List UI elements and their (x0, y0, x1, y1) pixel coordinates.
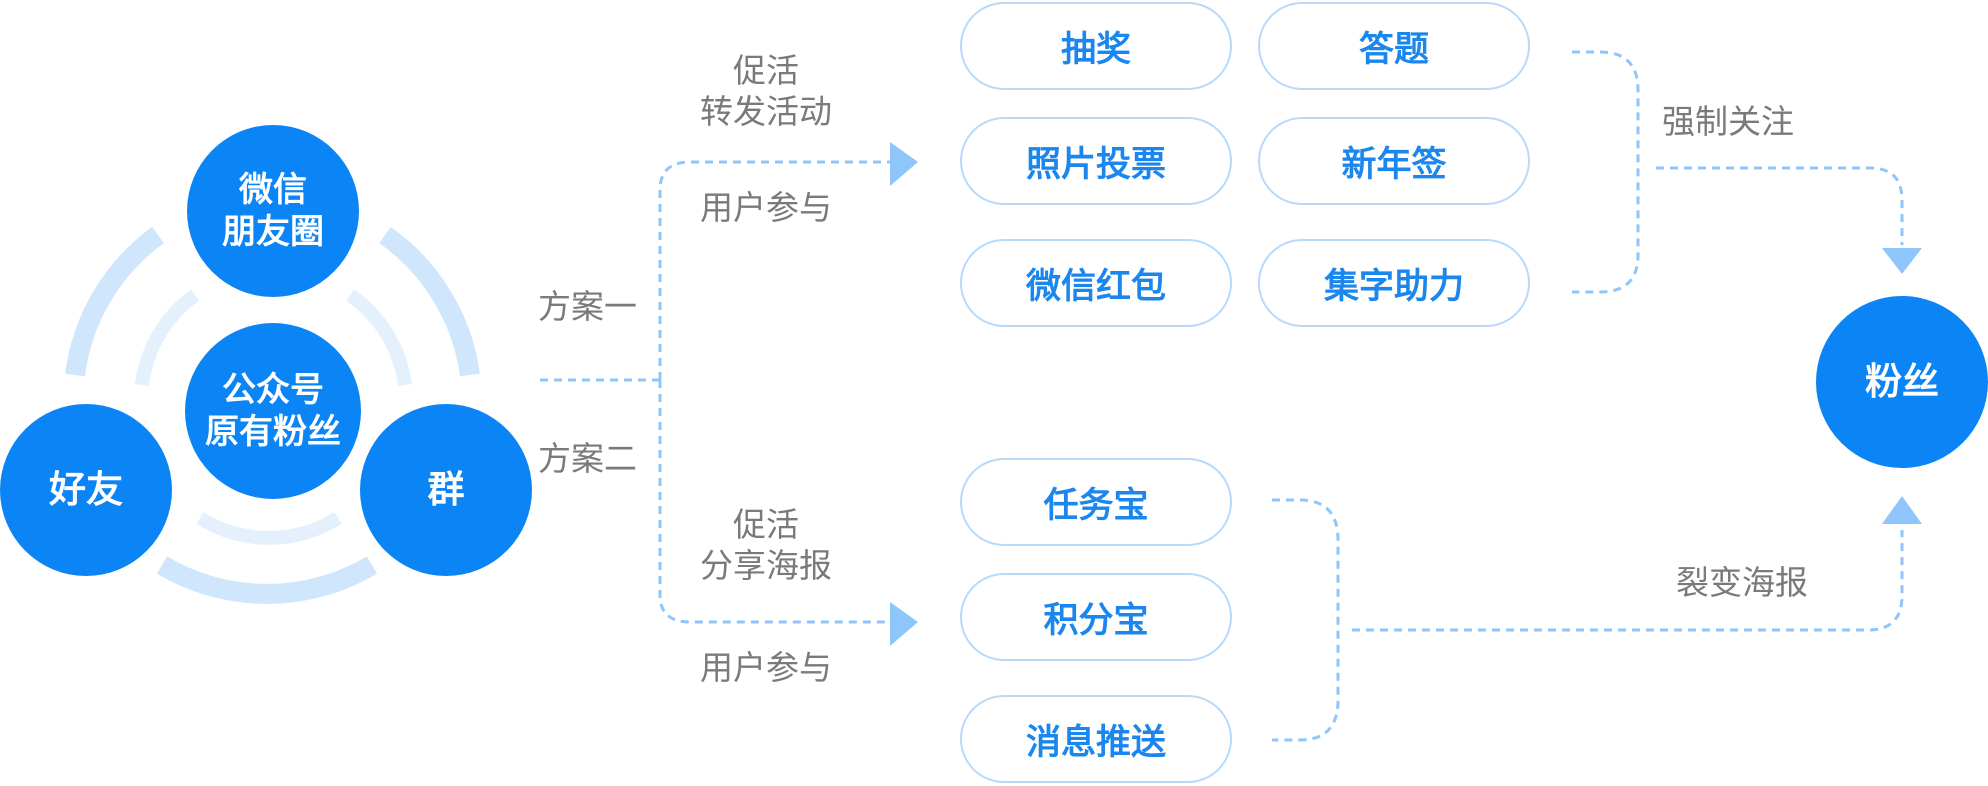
original-fans-node: 公众号 原有粉丝 (185, 323, 361, 499)
activity-pill: 抽奖 (960, 2, 1232, 90)
friends-node: 好友 (0, 404, 172, 576)
activity-pill: 新年签 (1258, 117, 1530, 205)
group-label: 群 (427, 467, 465, 511)
arrow-fans-top (1882, 248, 1922, 274)
activity-pill: 任务宝 (960, 458, 1232, 546)
original-fans-line-2: 原有粉丝 (205, 412, 341, 452)
group-two-bracket (1272, 498, 1340, 742)
branch-one-line (658, 160, 890, 380)
branch-two-top-label: 促活 分享海报 (700, 504, 832, 587)
arrow-branch-two (890, 602, 918, 646)
wechat-moments-node: 微信 朋友圈 (187, 125, 359, 297)
original-fans-line-1: 公众号 (222, 369, 324, 410)
branch-two-top-line-2: 分享海报 (700, 546, 832, 586)
arc-inner-bottom (196, 512, 342, 545)
activity-label: 照片投票 (1025, 144, 1166, 185)
activity-pill: 消息推送 (960, 695, 1232, 783)
group-one-bracket (1572, 50, 1640, 294)
fans-label: 粉丝 (1865, 359, 1939, 403)
activity-pill: 积分宝 (960, 573, 1232, 661)
arc-outer-bottom (156, 556, 378, 604)
arc-outer-left (65, 226, 164, 377)
activity-label: 积分宝 (1043, 600, 1149, 641)
activity-pill: 集字助力 (1258, 239, 1530, 327)
plan-one-label: 方案一 (538, 286, 637, 327)
activity-label: 抽奖 (1060, 29, 1131, 70)
activity-pill: 照片投票 (960, 117, 1232, 205)
plan-two-text: 方案二 (538, 439, 637, 478)
plan-two-label: 方案二 (538, 438, 637, 479)
branch-one-bottom-text: 用户参与 (700, 188, 832, 227)
arc-inner-left (135, 289, 200, 386)
activity-label: 微信红包 (1025, 266, 1166, 307)
arc-outer-right (379, 226, 480, 377)
activity-pill: 微信红包 (960, 239, 1232, 327)
force-follow-text: 强制关注 (1662, 102, 1794, 141)
branch-one-bottom-label: 用户参与 (700, 187, 832, 228)
branch-two-top-line-1: 促活 (733, 505, 799, 544)
fans-node: 粉丝 (1816, 296, 1988, 468)
plan-one-text: 方案一 (538, 287, 637, 326)
branch-one-top-line-1: 促活 (733, 51, 799, 90)
branch-two-line (658, 380, 890, 624)
activity-label: 答题 (1358, 29, 1429, 70)
arrow-fans-bottom (1882, 496, 1922, 524)
force-follow-label: 强制关注 (1662, 101, 1794, 142)
viral-poster-label: 裂变海报 (1676, 562, 1808, 603)
to-fans-top (1656, 166, 1904, 245)
activity-label: 任务宝 (1043, 485, 1149, 526)
to-fans-bottom (1352, 530, 1904, 632)
branch-one-top-line-2: 转发活动 (700, 92, 832, 132)
activity-label: 集字助力 (1323, 266, 1464, 307)
activity-label: 新年签 (1341, 144, 1447, 185)
viral-poster-text: 裂变海报 (1676, 563, 1808, 602)
wechat-moments-line-1: 微信 (239, 169, 307, 210)
group-node: 群 (360, 404, 532, 576)
branch-two-bottom-label: 用户参与 (700, 647, 832, 688)
friends-label: 好友 (49, 467, 123, 511)
arc-inner-right (345, 289, 412, 387)
wechat-moments-line-2: 朋友圈 (222, 212, 324, 252)
branch-one-top-label: 促活 转发活动 (700, 50, 832, 133)
branch-two-bottom-text: 用户参与 (700, 648, 832, 687)
activity-pill: 答题 (1258, 2, 1530, 90)
arrow-branch-one (890, 142, 918, 186)
activity-label: 消息推送 (1025, 722, 1166, 763)
